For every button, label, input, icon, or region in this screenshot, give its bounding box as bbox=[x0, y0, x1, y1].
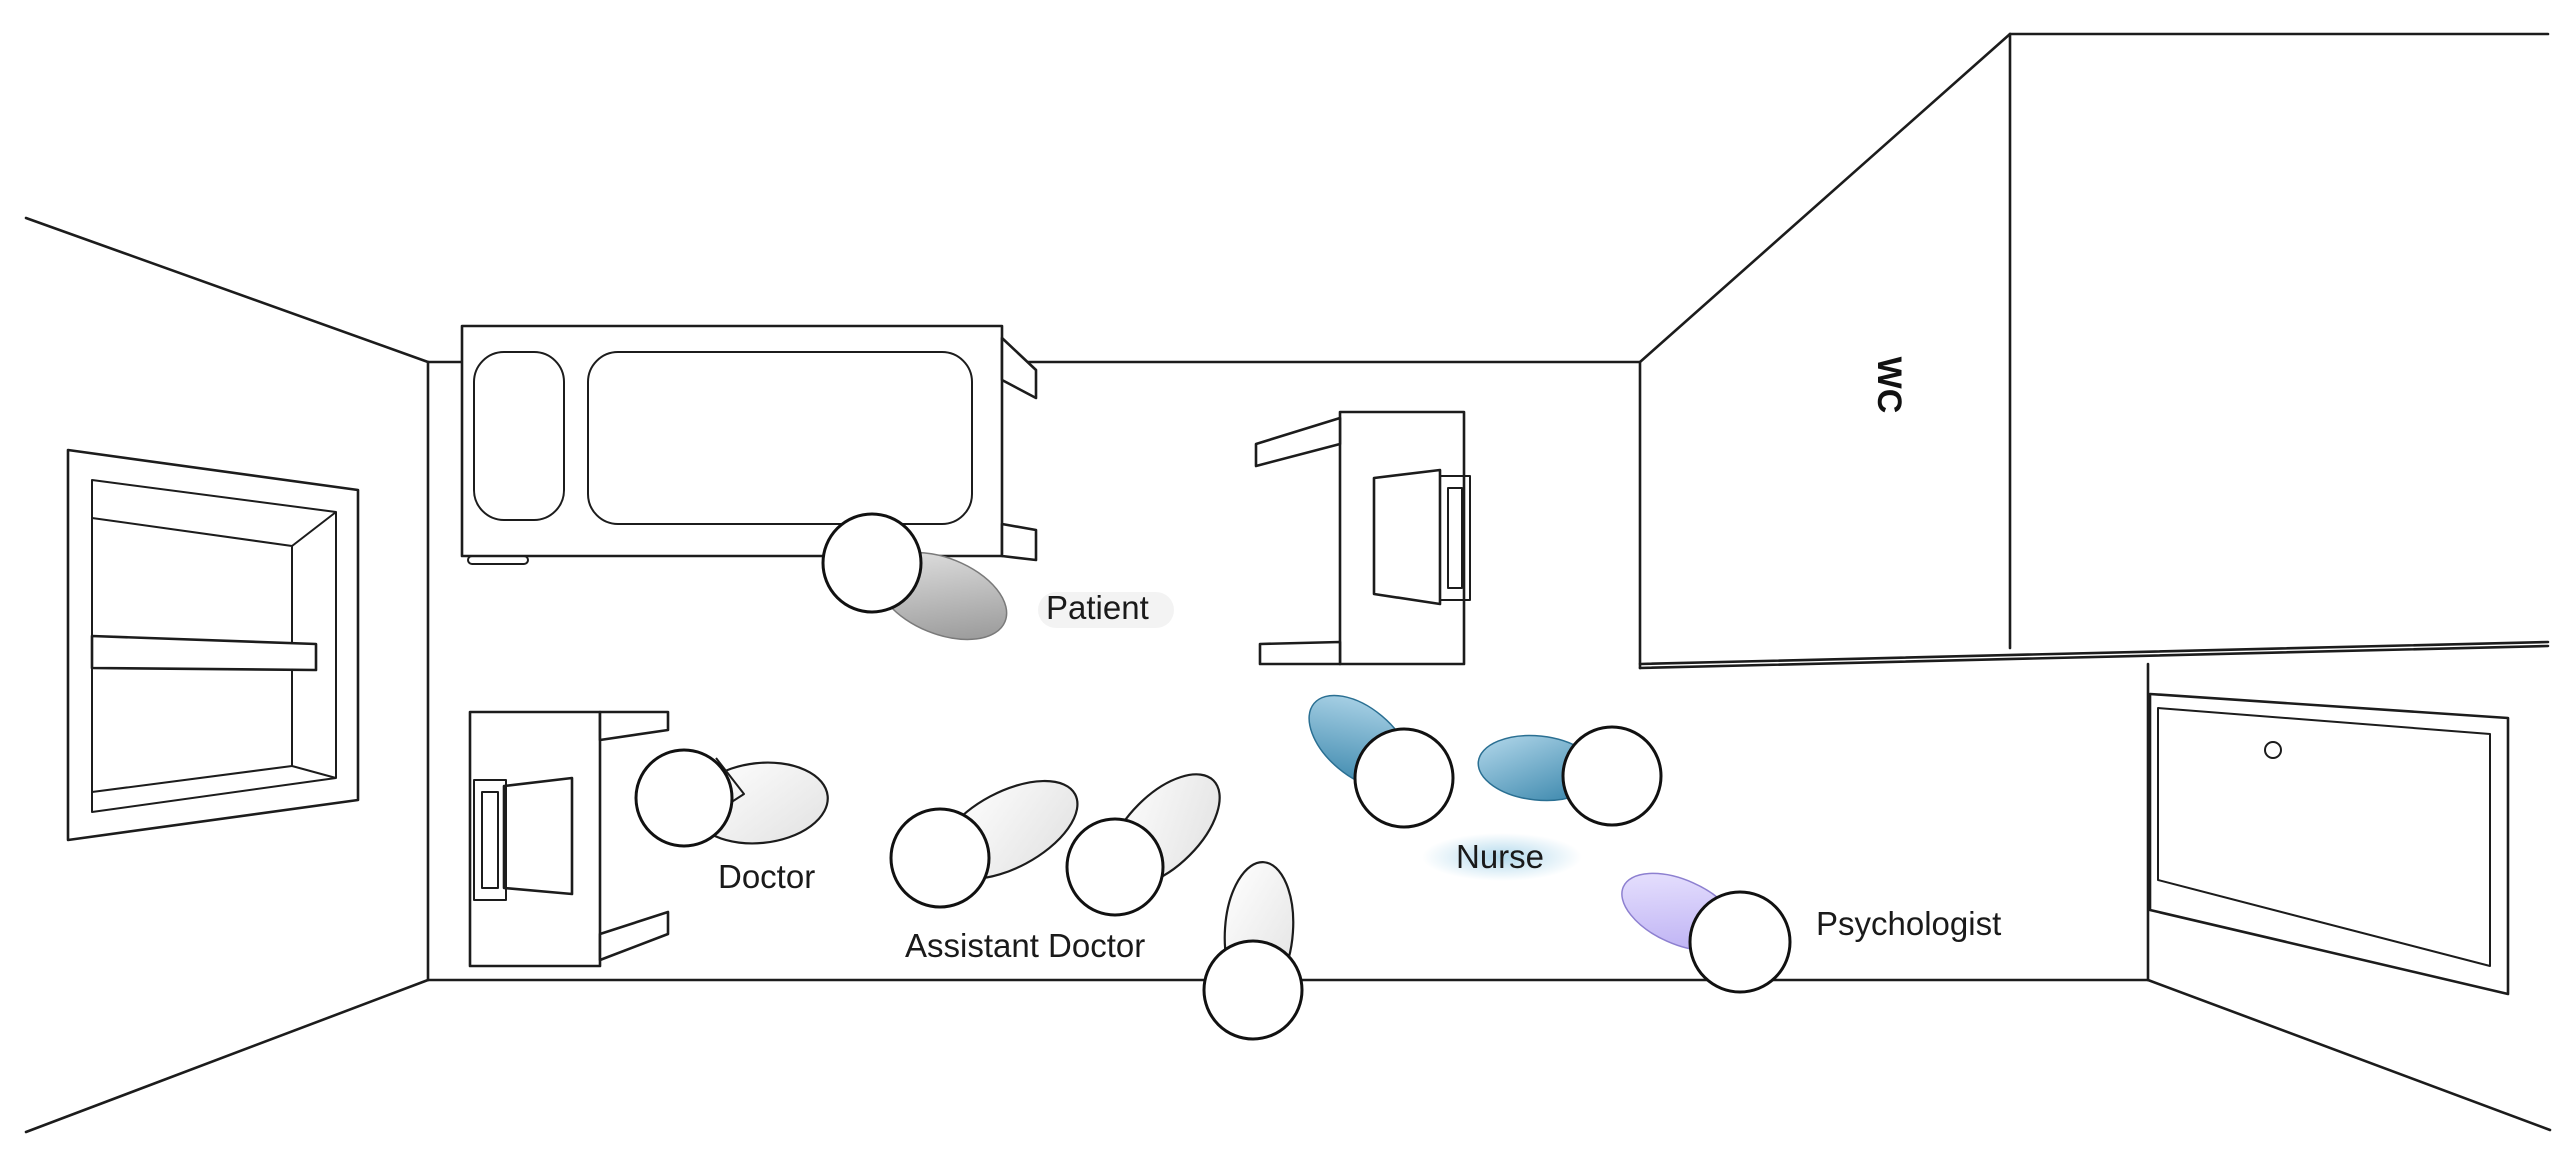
assistant-doctor-label: Assistant Doctor bbox=[905, 927, 1145, 964]
psychologist-figure: Psychologist bbox=[1621, 872, 2001, 994]
patient-bed bbox=[460, 324, 1038, 565]
assistant-doctor-head-3 bbox=[1202, 939, 1304, 1041]
cabinet-knob bbox=[2264, 741, 2282, 759]
nurse-figure-2 bbox=[1477, 725, 1663, 827]
doctor-head bbox=[634, 748, 734, 848]
wc-block: WC bbox=[1638, 32, 2550, 670]
assistant-doctor-figure-1 bbox=[889, 779, 1079, 909]
window bbox=[66, 448, 360, 842]
doctor-desk bbox=[468, 710, 670, 968]
assistant-doctor-figure-2 bbox=[1065, 773, 1221, 917]
assistant-doctor-head-1 bbox=[889, 807, 991, 909]
right-cabinet bbox=[2148, 692, 2510, 996]
doctor-label: Doctor bbox=[718, 858, 815, 895]
nurse-label: Nurse bbox=[1456, 838, 1544, 875]
doctor-figure: Doctor bbox=[634, 748, 829, 895]
patient-label: Patient bbox=[1046, 589, 1149, 626]
patient-head bbox=[821, 512, 923, 614]
assistant-doctor-figure-3 bbox=[1202, 861, 1304, 1041]
psychologist-head bbox=[1688, 890, 1792, 994]
nurse-head-1 bbox=[1353, 727, 1455, 829]
nurse-head-2 bbox=[1561, 725, 1663, 827]
psychologist-label: Psychologist bbox=[1816, 905, 2001, 942]
nurse-desk bbox=[1254, 410, 1471, 666]
wc-label: WC bbox=[1870, 357, 1908, 414]
assistant-doctor-head-2 bbox=[1065, 817, 1165, 917]
nurse-figure-1 bbox=[1308, 694, 1455, 829]
patient-figure: Patient bbox=[821, 512, 1174, 641]
